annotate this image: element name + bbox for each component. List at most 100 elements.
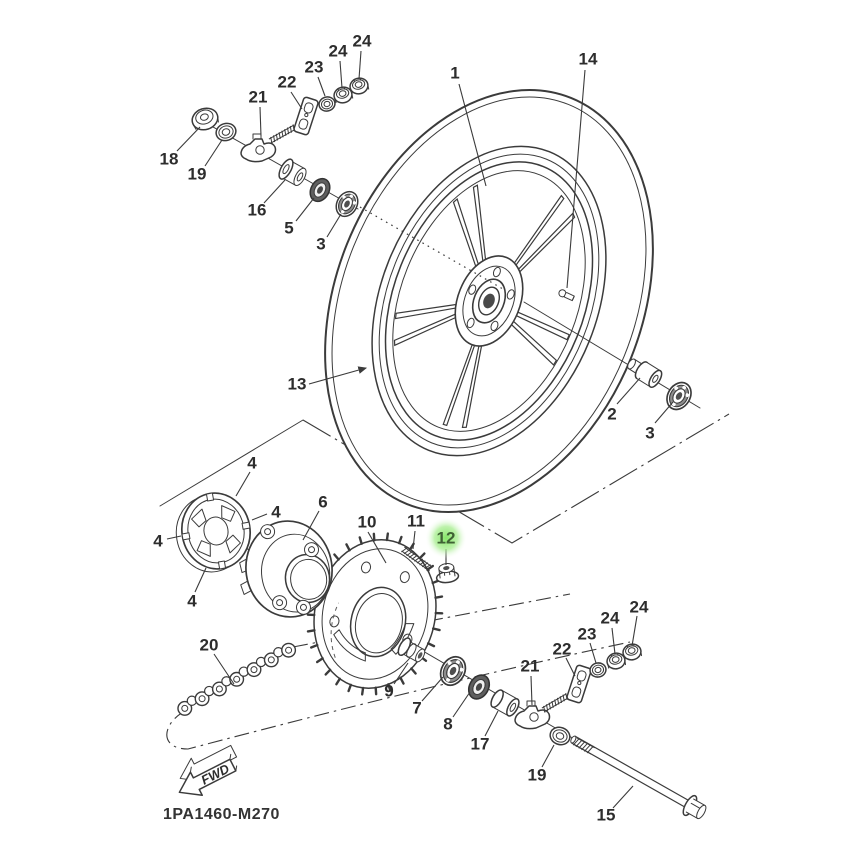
leader-line-3 bbox=[654, 401, 674, 424]
leader-line-4 bbox=[235, 471, 251, 497]
drive-chain-20 bbox=[177, 642, 297, 716]
drawing-code: 1PA1460-M270 bbox=[163, 806, 280, 823]
leader-line-1 bbox=[458, 83, 487, 187]
part-label-20: 20 bbox=[200, 636, 219, 655]
part-label-9: 9 bbox=[384, 682, 393, 701]
leader-line-3 bbox=[326, 213, 342, 238]
sprocket-tooth bbox=[418, 552, 426, 560]
chain-link-pin bbox=[198, 695, 206, 703]
part-label-17: 17 bbox=[471, 735, 490, 754]
part-label-11: 11 bbox=[407, 512, 425, 531]
leader-line-14 bbox=[566, 69, 586, 289]
chain-link-pin bbox=[181, 704, 189, 712]
sprocket-tooth bbox=[387, 683, 392, 692]
part-label-13: 13 bbox=[288, 375, 307, 394]
sprocket-tooth bbox=[372, 532, 376, 542]
sprocket-tooth bbox=[397, 535, 403, 545]
leader-line-11 bbox=[412, 530, 416, 550]
part-label-23: 23 bbox=[578, 625, 597, 644]
part-label-16: 16 bbox=[248, 201, 267, 220]
part-label-4: 4 bbox=[187, 592, 197, 611]
part-label-7: 7 bbox=[412, 699, 421, 718]
puller-bolt-21 bbox=[268, 124, 297, 144]
chain-link-pin bbox=[233, 675, 241, 683]
part-label-21: 21 bbox=[521, 657, 540, 676]
part-label-23: 23 bbox=[305, 58, 324, 77]
chain-loop-bottom-phantom bbox=[166, 641, 631, 750]
fwd-arrow: FWD bbox=[178, 744, 238, 797]
collar-16 bbox=[278, 158, 307, 186]
hub-lug-hole bbox=[492, 266, 502, 277]
axle-nut-18 bbox=[191, 107, 219, 131]
leader-line-10 bbox=[367, 531, 387, 564]
rim-outer-line bbox=[384, 161, 594, 441]
sprocket-tooth bbox=[426, 642, 436, 648]
chain-link-pin bbox=[250, 666, 258, 674]
sprocket-stud-11 bbox=[401, 546, 434, 572]
leader-line-23 bbox=[589, 642, 597, 664]
valve-stem bbox=[558, 289, 575, 302]
part-label-24: 24 bbox=[630, 598, 649, 617]
hub-assembly-6 bbox=[239, 520, 333, 618]
leader-line-24 bbox=[339, 60, 343, 89]
part-label-24: 24 bbox=[329, 42, 348, 61]
assembly-frame-line bbox=[159, 419, 304, 507]
rim-flange-line bbox=[378, 153, 600, 449]
spacer-2 bbox=[627, 358, 663, 388]
hub-bore bbox=[483, 293, 495, 309]
part-label-24: 24 bbox=[601, 609, 620, 628]
sprocket-tooth bbox=[410, 667, 417, 675]
part-label-12: 12 bbox=[437, 529, 456, 548]
sprocket-tooth bbox=[306, 629, 316, 633]
part-label-3: 3 bbox=[645, 424, 654, 443]
leader-line-8 bbox=[452, 691, 471, 718]
part-label-21: 21 bbox=[249, 88, 268, 107]
rear-wheel bbox=[324, 89, 654, 513]
part-label-3: 3 bbox=[316, 235, 325, 254]
rim-inner-line bbox=[392, 170, 586, 432]
part-label-4: 4 bbox=[153, 532, 163, 551]
leader-line-21 bbox=[530, 675, 533, 706]
oil-seal-8 bbox=[463, 670, 495, 704]
leader-line-24 bbox=[631, 615, 638, 647]
part-label-19: 19 bbox=[188, 165, 207, 184]
part-label-10: 10 bbox=[358, 513, 377, 532]
sprocket-tooth bbox=[333, 553, 340, 561]
part-label-4: 4 bbox=[271, 503, 281, 522]
part-label-22: 22 bbox=[278, 73, 297, 92]
sprocket-tooth bbox=[335, 677, 342, 686]
sprocket-tooth bbox=[432, 627, 441, 632]
hub-lug-hole bbox=[467, 284, 477, 295]
leader-line-22 bbox=[565, 657, 576, 677]
leader-line-4 bbox=[166, 535, 182, 540]
sprocket-tooth bbox=[345, 543, 351, 552]
sprocket-teeth bbox=[306, 532, 444, 696]
flange-nut-12 bbox=[435, 562, 460, 584]
spacer-9 bbox=[397, 637, 426, 663]
leader-line-24 bbox=[611, 627, 616, 655]
axle-threads bbox=[572, 737, 595, 755]
cush-drive-damper-4 bbox=[175, 492, 251, 573]
chain-link-pin bbox=[285, 646, 293, 654]
sprocket-tooth bbox=[324, 668, 332, 676]
sprocket-tooth bbox=[310, 643, 319, 649]
hub-bolt-boss bbox=[260, 524, 320, 615]
leader-line-21 bbox=[259, 106, 262, 137]
assembly-frame-phantom bbox=[302, 413, 730, 544]
part-label-19: 19 bbox=[528, 766, 547, 785]
part-label-5: 5 bbox=[284, 219, 293, 238]
collar-17 bbox=[490, 689, 520, 717]
leader-line-13 bbox=[308, 366, 368, 385]
hub-lug-hole bbox=[506, 289, 516, 300]
puller-bolt-21b bbox=[541, 692, 569, 713]
highlight-circle bbox=[425, 517, 467, 559]
leader-line-22 bbox=[290, 91, 303, 110]
sprocket-tooth bbox=[434, 611, 444, 615]
sprocket-tooth bbox=[399, 676, 405, 685]
tire-shoulder-line bbox=[331, 96, 647, 506]
chain-link-pin bbox=[215, 685, 223, 693]
leader-line-16 bbox=[263, 179, 286, 204]
